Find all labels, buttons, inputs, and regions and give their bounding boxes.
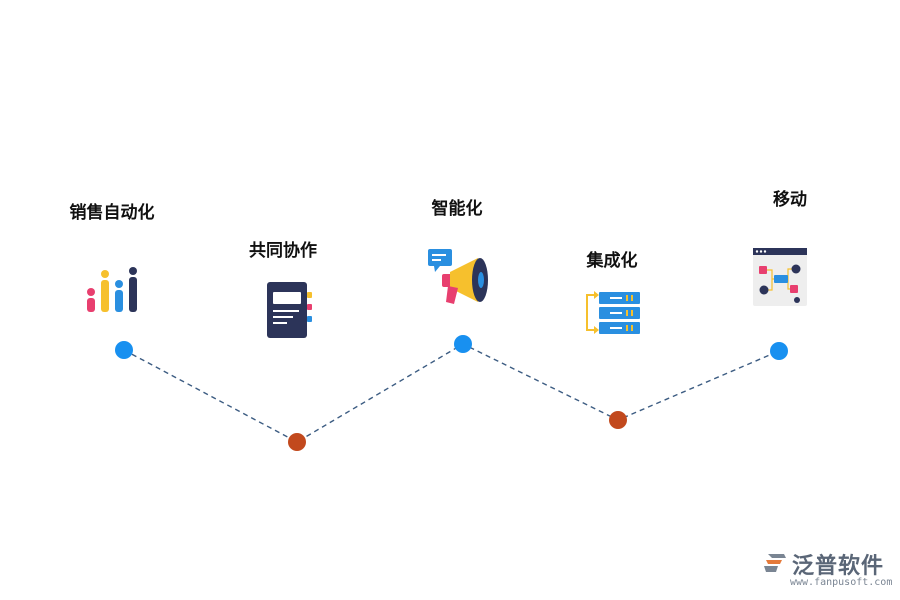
bar-chart-icon	[87, 267, 137, 312]
step-label-mobile: 移动	[773, 190, 807, 210]
watermark-name: 泛普软件	[792, 554, 885, 579]
step-node-4	[609, 411, 627, 429]
flowchart-window-icon	[753, 248, 807, 306]
step-node-2	[288, 433, 306, 451]
fanpu-logo-icon	[764, 554, 786, 572]
step-label-sales-automation: 销售自动化	[69, 203, 155, 223]
server-rack-icon	[586, 291, 640, 334]
megaphone-icon	[428, 249, 488, 304]
step-node-1	[115, 341, 133, 359]
watermark: 泛普软件 www.fanpusoft.com	[760, 548, 893, 594]
step-node-5	[770, 342, 788, 360]
notebook-icon	[267, 282, 312, 338]
step-label-integration: 集成化	[586, 251, 638, 271]
step-label-intelligence: 智能化	[431, 199, 483, 219]
watermark-url: www.fanpusoft.com	[790, 577, 893, 588]
step-label-collaboration: 共同协作	[249, 241, 317, 261]
step-node-3	[454, 335, 472, 353]
